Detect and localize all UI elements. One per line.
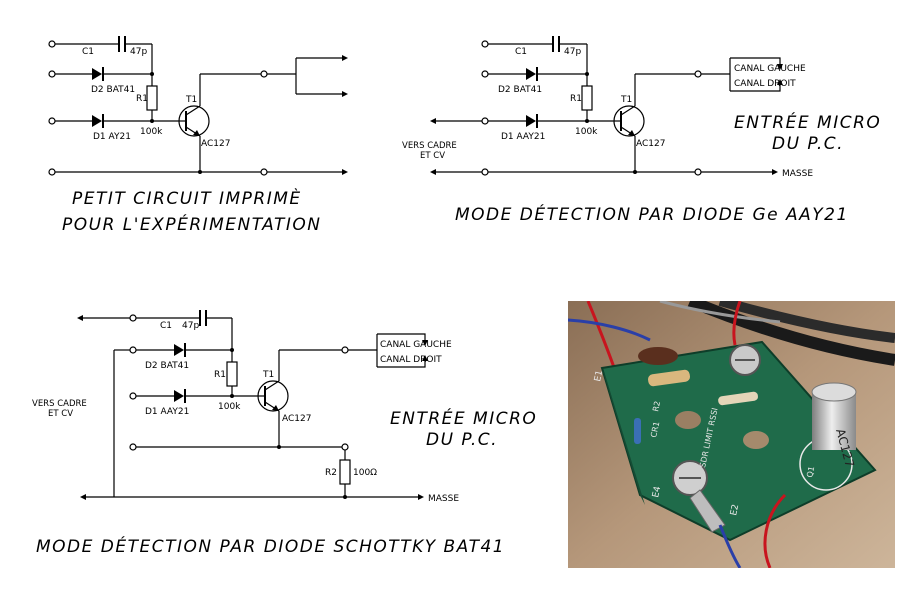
c1-label: C1 [515, 47, 527, 57]
c1-value: 47p [130, 47, 147, 57]
pad-label-e2: E2 [729, 503, 741, 516]
pcb-photo: AC127 SDR LIMIT RSSI E1 E2 E4 CR1 R2 Q1 [568, 301, 895, 568]
t1-part: AC127 [282, 414, 311, 424]
masse-label: MASSE [428, 494, 459, 504]
pad-label-q1: Q1 [805, 465, 816, 478]
schematic-bottom-left: C1 47p D2 BAT41 R1 100k D1 AAY21 T1 AC12… [32, 310, 537, 557]
entree-micro-line1: ENTRÉE MICRO [734, 111, 881, 133]
schematic-top-right: C1 47p D2 BAT41 R1 100k D1 AAY21 T1 AC12… [402, 36, 881, 225]
d1-label: D1 AAY21 [501, 132, 545, 142]
c1-label: C1 [160, 321, 172, 331]
t1-part: AC127 [201, 139, 230, 149]
pad-label-e1: E1 [593, 369, 605, 382]
entree-micro-line2: DU P.C. [772, 134, 844, 154]
canal-gauche-label: CANAL GAUCHE [380, 340, 452, 350]
entree-micro-line1: ENTRÉE MICRO [390, 407, 537, 429]
canal-droit-label: CANAL DROIT [380, 355, 442, 365]
et-cv-label: ET CV [420, 151, 445, 161]
r1-label: R1 [214, 370, 226, 380]
r1-value: 100k [575, 127, 598, 137]
r1-label: R1 [136, 94, 148, 104]
entree-micro-line2: DU P.C. [426, 430, 498, 450]
r2-label: R2 [325, 468, 337, 478]
r1-label: R1 [570, 94, 582, 104]
canal-droit-label: CANAL DROIT [734, 79, 796, 89]
d2-label: D2 BAT41 [145, 361, 189, 371]
et-cv-label: ET CV [48, 409, 73, 419]
vers-cadre-label: VERS CADRE [402, 141, 457, 151]
d1-label: D1 AY21 [93, 132, 131, 142]
vers-cadre-label: VERS CADRE [32, 399, 87, 409]
caption: MODE DÉTECTION PAR DIODE Ge AAY21 [455, 203, 849, 225]
pad-label-r2: R2 [651, 400, 662, 412]
c1-value: 47p [182, 321, 199, 331]
d1-label: D1 AAY21 [145, 407, 189, 417]
caption-line1: PETIT CIRCUIT IMPRIMÈ [72, 187, 302, 209]
r1-value: 100k [218, 402, 241, 412]
c1-label: C1 [82, 47, 94, 57]
pad-label-e4: E4 [651, 485, 663, 499]
caption-line2: POUR L'EXPÉRIMENTATION [62, 213, 321, 235]
masse-label: MASSE [782, 169, 813, 179]
d2-label: D2 BAT41 [498, 85, 542, 95]
t1-part: AC127 [636, 139, 665, 149]
t1-label: T1 [262, 370, 274, 380]
r2-value: 100Ω [353, 468, 377, 478]
caption: MODE DÉTECTION PAR DIODE SCHOTTKY BAT41 [36, 535, 505, 557]
t1-label: T1 [620, 95, 632, 105]
t1-label: T1 [185, 95, 197, 105]
schematic-top-left: C1 47p D2 BAT41 R1 100k D1 AY21 T1 AC127… [48, 36, 348, 235]
pad-label-cr1: CR1 [649, 421, 661, 439]
d2-label: D2 BAT41 [91, 85, 135, 95]
c1-value: 47p [564, 47, 581, 57]
canal-gauche-label: CANAL GAUCHE [734, 64, 806, 74]
r1-value: 100k [140, 127, 163, 137]
